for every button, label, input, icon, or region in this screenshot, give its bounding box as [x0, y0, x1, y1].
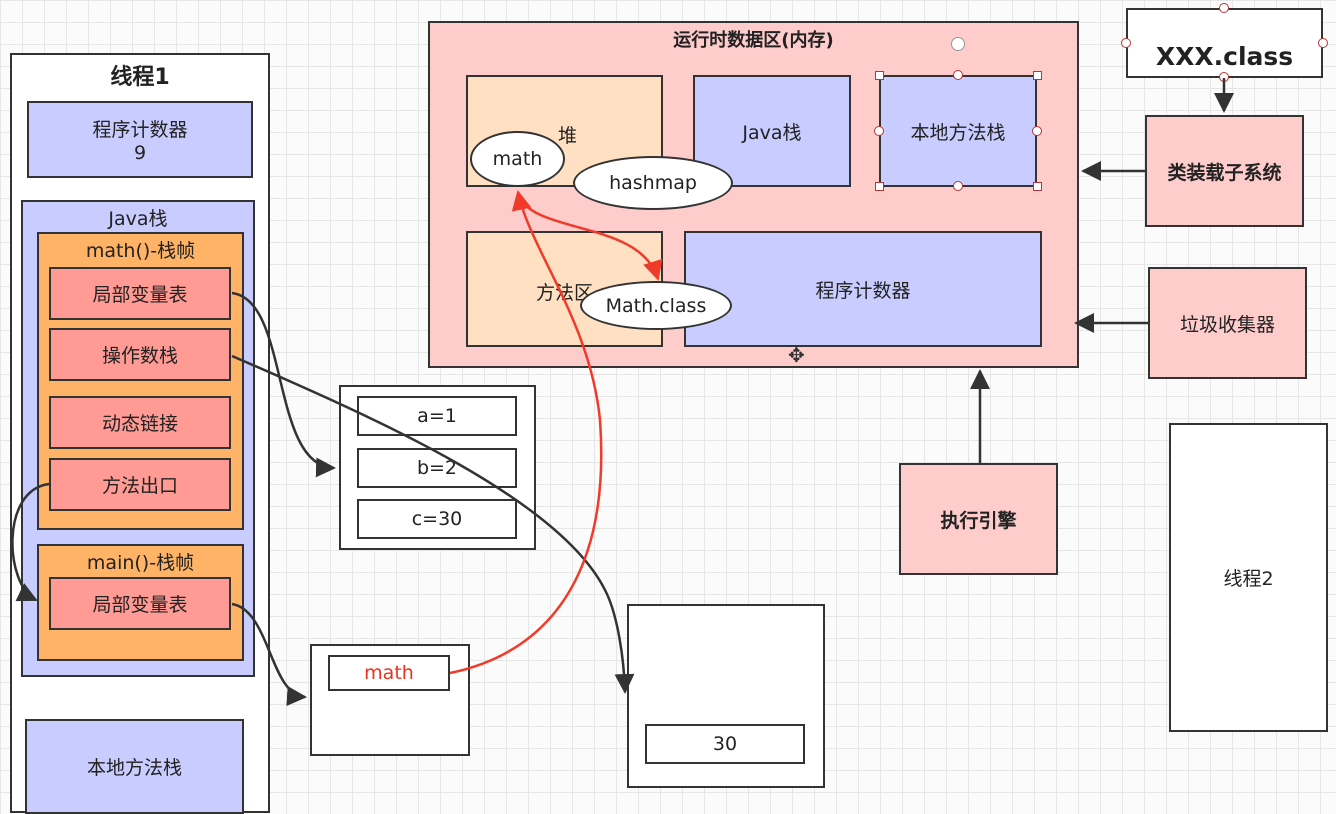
thread1-program-counter[interactable]: 程序计数器 9	[27, 101, 253, 178]
math-frame-local-vars[interactable]: 局部变量表	[49, 267, 231, 320]
selection-handle[interactable]	[1318, 38, 1328, 48]
selection-handle[interactable]	[1032, 126, 1042, 136]
main-frame-label: main()-栈帧	[86, 552, 195, 574]
runtime-program-counter[interactable]: 程序计数器	[684, 231, 1042, 347]
local-var-a[interactable]: a=1	[357, 396, 517, 436]
main-local-math-ref[interactable]: math	[328, 655, 450, 691]
method-area-math-class[interactable]: Math.class	[580, 281, 732, 330]
program-counter-value: 9	[133, 142, 147, 164]
heap-math-object[interactable]: math	[470, 131, 565, 187]
operand-result-value[interactable]: 30	[645, 724, 805, 764]
move-cursor-icon: ✥	[788, 343, 805, 367]
execution-engine-label: 执行引擎	[940, 509, 1017, 532]
math-frame-label: math()-栈帧	[85, 240, 196, 262]
main-frame-local-vars[interactable]: 局部变量表	[49, 577, 231, 630]
local-var-c[interactable]: c=30	[357, 499, 517, 539]
class-file-box[interactable]: XXX.class	[1126, 8, 1323, 78]
thread2-panel[interactable]: 线程2	[1169, 423, 1328, 732]
rotate-handle[interactable]	[951, 37, 965, 51]
selection-handle[interactable]	[875, 182, 884, 191]
selection-handle[interactable]	[874, 126, 884, 136]
selection-handle[interactable]	[1219, 72, 1229, 82]
garbage-collector[interactable]: 垃圾收集器	[1148, 267, 1307, 379]
runtime-native-stack[interactable]: 本地方法栈	[879, 75, 1037, 187]
runtime-area-title: 运行时数据区(内存)	[673, 30, 834, 51]
program-counter-label: 程序计数器	[92, 119, 188, 141]
heap-label: 堆	[558, 125, 578, 147]
execution-engine[interactable]: 执行引擎	[899, 463, 1058, 575]
thread1-title: 线程1	[110, 65, 170, 90]
math-frame-dynamic-link[interactable]: 动态链接	[49, 396, 231, 449]
java-stack-label: Java栈	[108, 208, 168, 230]
selection-handle[interactable]	[875, 71, 884, 80]
selection-handle[interactable]	[953, 181, 963, 191]
math-frame-method-exit[interactable]: 方法出口	[49, 458, 231, 511]
local-var-b[interactable]: b=2	[357, 448, 517, 488]
selection-handle[interactable]	[1219, 3, 1229, 13]
class-file-label: XXX.class	[1155, 41, 1294, 71]
math-frame-operand-stack[interactable]: 操作数栈	[49, 328, 231, 381]
class-loader-subsystem[interactable]: 类装载子系统	[1145, 115, 1304, 227]
heap-hashmap-object[interactable]: hashmap	[573, 156, 733, 210]
selection-handle[interactable]	[1121, 38, 1131, 48]
selection-handle[interactable]	[953, 70, 963, 80]
selection-handle[interactable]	[1033, 71, 1042, 80]
selection-handle[interactable]	[1033, 182, 1042, 191]
thread1-native-stack[interactable]: 本地方法栈	[25, 719, 244, 814]
class-loader-label: 类装载子系统	[1167, 161, 1282, 184]
